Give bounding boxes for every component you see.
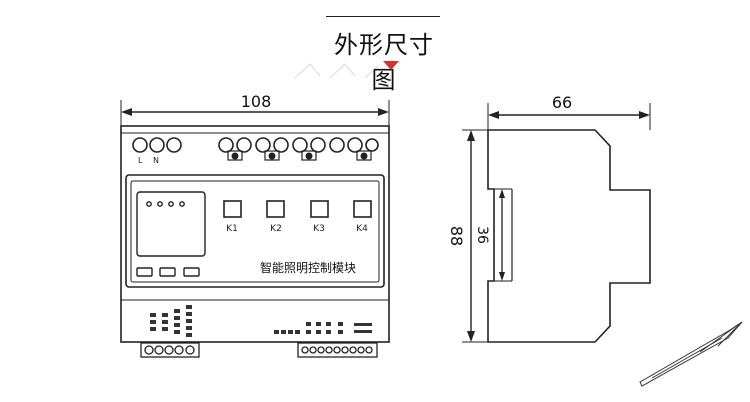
side-width-label: 66 xyxy=(552,93,572,112)
function-keys xyxy=(136,267,200,277)
channel-label-k3: K3 xyxy=(313,224,325,234)
front-width-label: 108 xyxy=(241,92,272,111)
width-dimension-side xyxy=(487,103,651,130)
side-height-label: 88 xyxy=(447,226,466,246)
channel-label-k4: K4 xyxy=(356,224,368,234)
width-dimension-front xyxy=(120,100,390,126)
bottom-connector-left xyxy=(140,342,200,358)
status-window xyxy=(136,191,206,257)
output-terminals xyxy=(218,137,379,153)
page-title: 外形尺寸图 xyxy=(334,31,434,94)
rail-dimension xyxy=(494,188,513,282)
pen-icon xyxy=(639,321,743,387)
height-dimension xyxy=(462,129,490,343)
channel-label-k2: K2 xyxy=(270,224,282,234)
triangle-down-icon xyxy=(383,61,399,70)
terminal-label-n: N xyxy=(153,156,159,165)
bus-terminal-marks xyxy=(150,305,372,337)
output-jumpers xyxy=(227,150,372,161)
title-decoration xyxy=(294,63,379,79)
channel-label-k1: K1 xyxy=(226,224,238,234)
module-name: 智能照明控制模块 xyxy=(260,260,356,275)
channel-buttons xyxy=(223,200,372,218)
rail-height-label: 36 xyxy=(474,226,490,244)
title-rule xyxy=(326,16,440,17)
side-profile xyxy=(487,129,651,343)
power-terminals xyxy=(132,137,182,153)
terminal-label-l: L xyxy=(138,156,143,165)
bottom-connector-right xyxy=(297,342,378,358)
module-housing xyxy=(120,125,390,343)
